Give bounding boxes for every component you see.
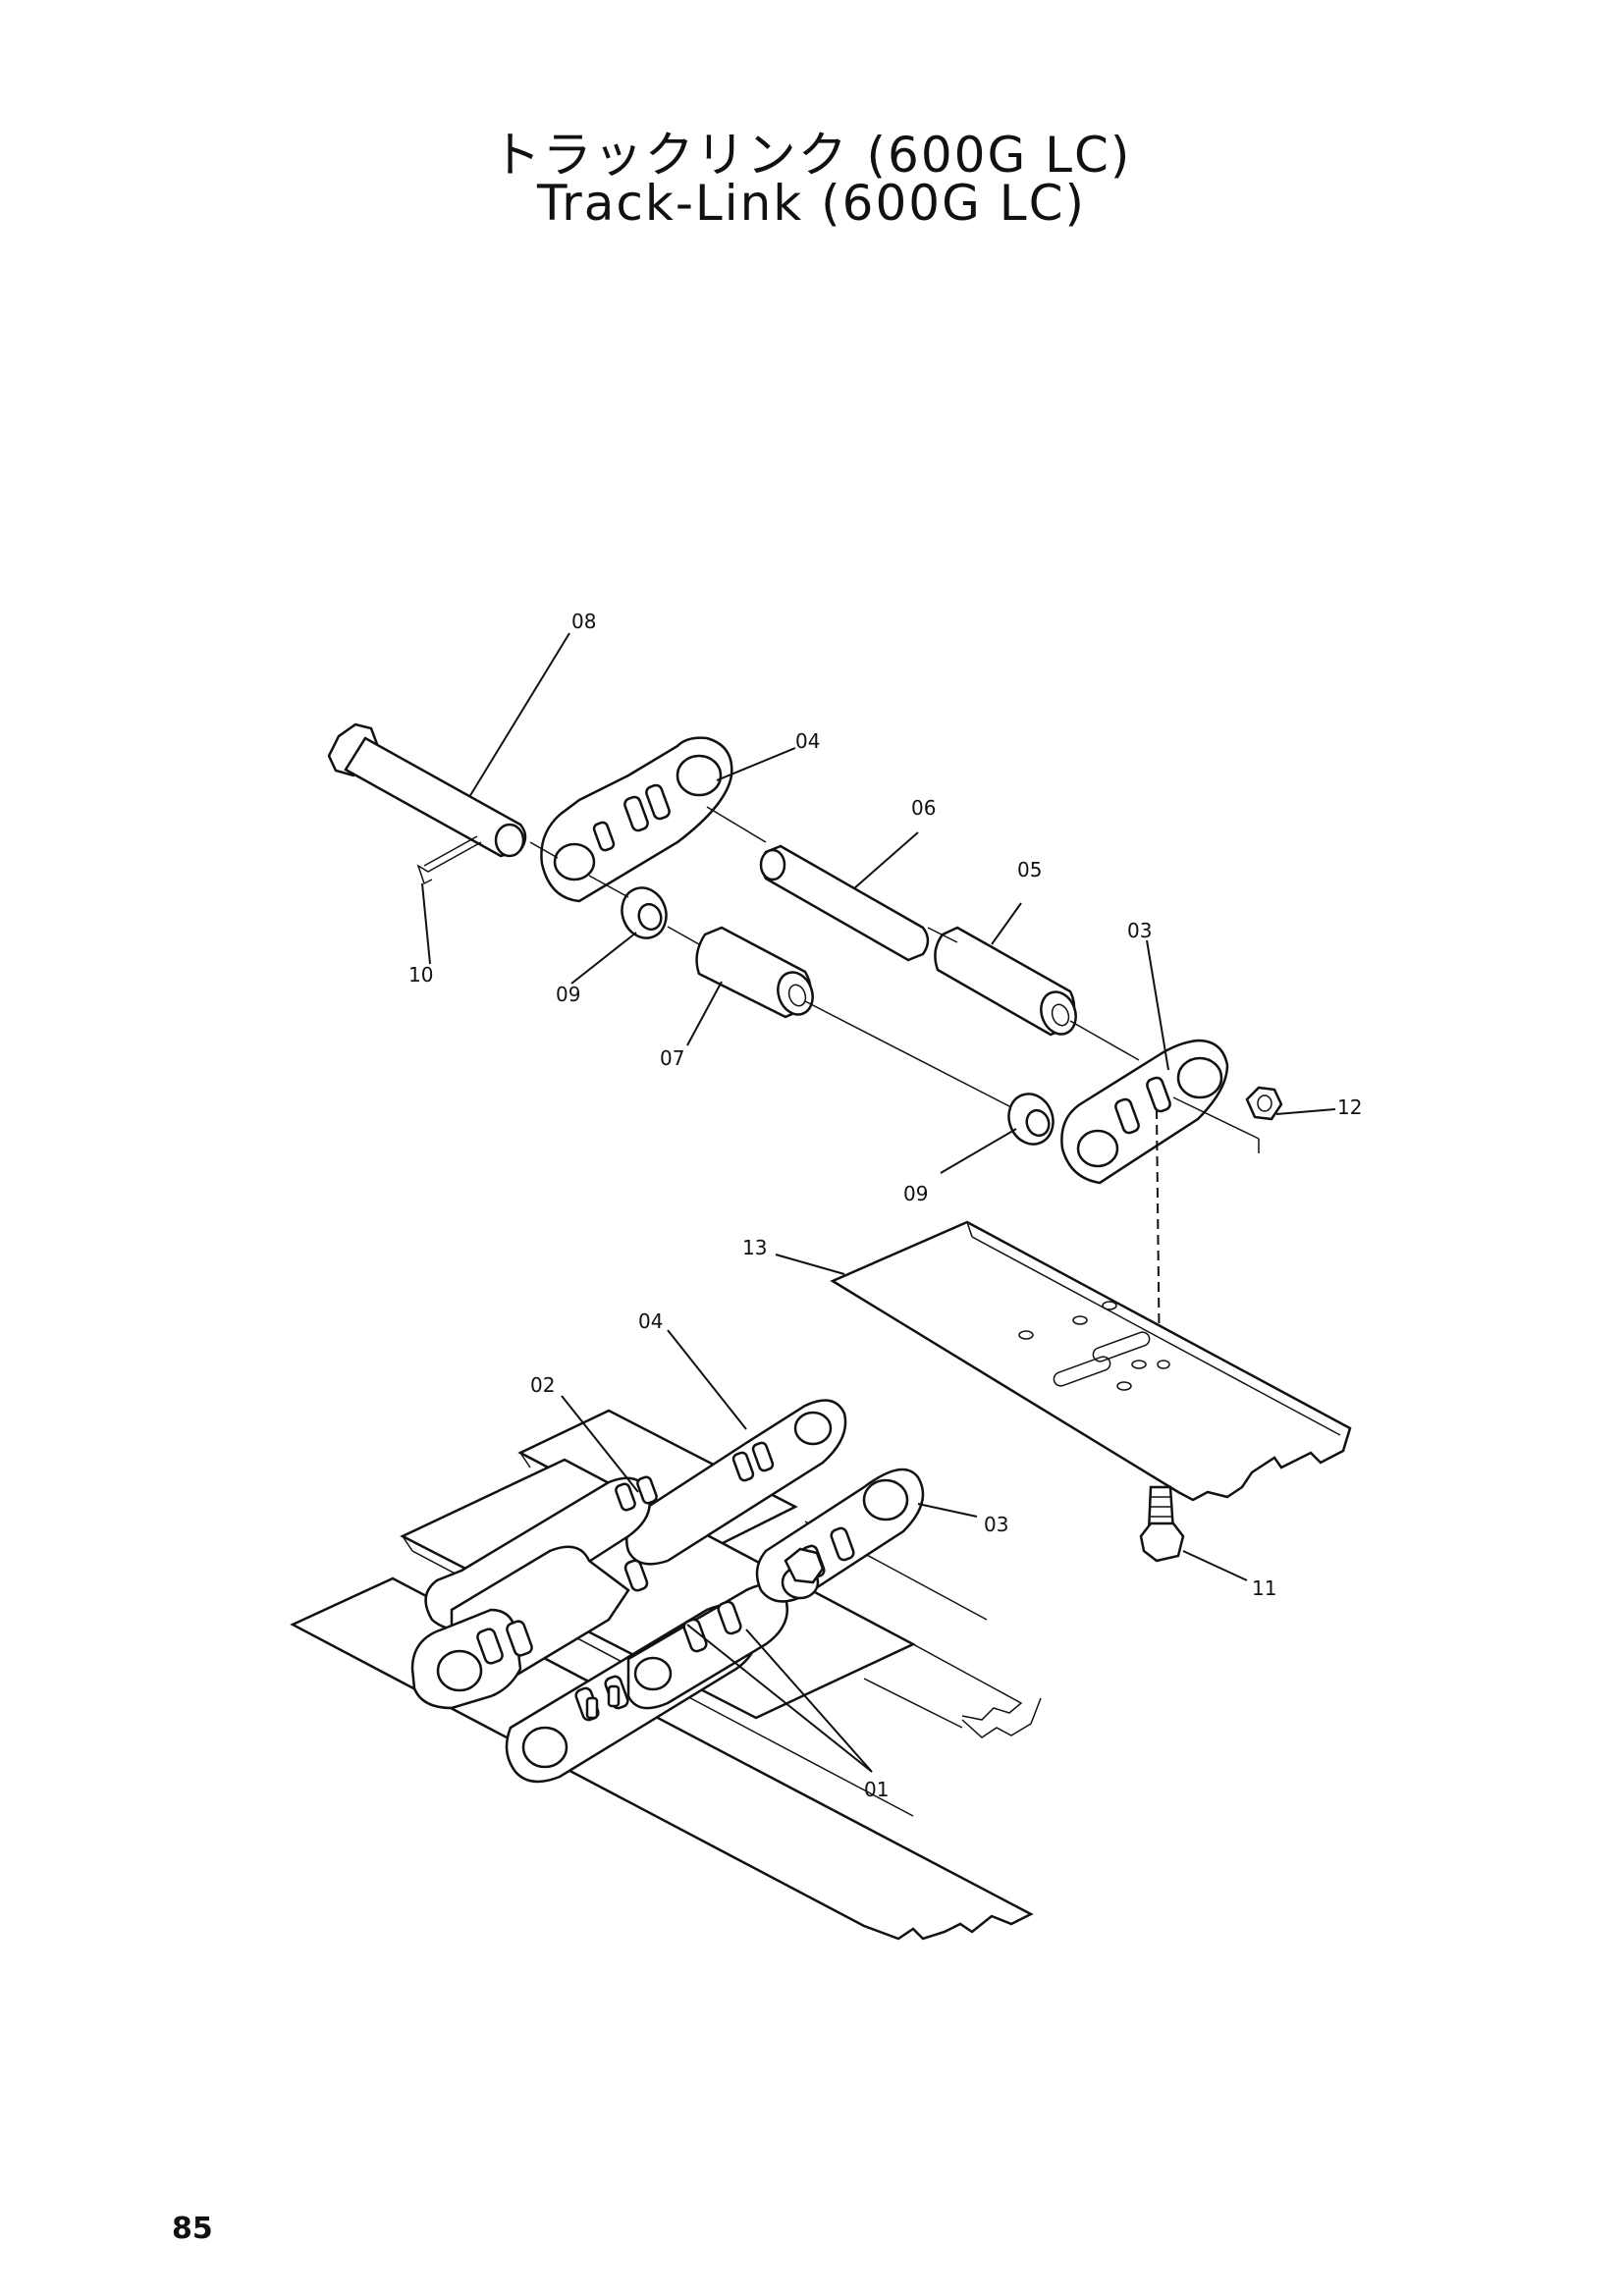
part-06-pin (759, 844, 930, 962)
callout-03-lower: 03 (984, 1513, 1008, 1536)
title-japanese: トラックリンク (600G LC) (491, 127, 1132, 184)
callout-12: 12 (1337, 1095, 1362, 1119)
callout-07: 07 (660, 1046, 684, 1070)
callout-01: 01 (864, 1778, 889, 1801)
upper-exploded-assembly (327, 722, 1283, 1464)
callout-04-upper: 04 (795, 729, 820, 753)
part-10-cotter-pin (416, 835, 482, 885)
lower-assembled-track (290, 1399, 1042, 1941)
part-13-track-shoe (830, 1220, 1352, 1502)
callout-03-upper: 03 (1127, 919, 1152, 942)
part-05-bushing (934, 926, 1077, 1037)
part-12-nut (1245, 1086, 1283, 1121)
part-08-pin (327, 722, 527, 858)
callout-09-lower: 09 (903, 1182, 928, 1205)
title-english: Track-Link (600G LC) (536, 175, 1087, 232)
callout-04-lower: 04 (638, 1309, 663, 1333)
callout-13: 13 (742, 1236, 767, 1259)
part-09-seal-upper (621, 886, 668, 939)
callout-05: 05 (1017, 858, 1042, 881)
callout-11: 11 (1252, 1576, 1276, 1600)
part-11-bolt (1139, 1485, 1185, 1563)
callout-10: 10 (408, 963, 433, 987)
callout-06: 06 (911, 796, 936, 820)
callout-02: 02 (530, 1373, 555, 1397)
part-07-bushing (695, 926, 814, 1019)
leader-lines (421, 632, 1336, 1773)
callout-08: 08 (571, 610, 596, 633)
page-number: 85 (172, 2212, 213, 2246)
part-04-link-upper (540, 736, 733, 903)
part-09-seal-lower (1007, 1093, 1055, 1146)
callout-labels: 08 04 06 05 03 10 09 07 12 09 13 04 02 0… (408, 610, 1362, 1801)
part-03-link-upper (1060, 1039, 1229, 1185)
callout-09-upper: 09 (556, 983, 580, 1006)
